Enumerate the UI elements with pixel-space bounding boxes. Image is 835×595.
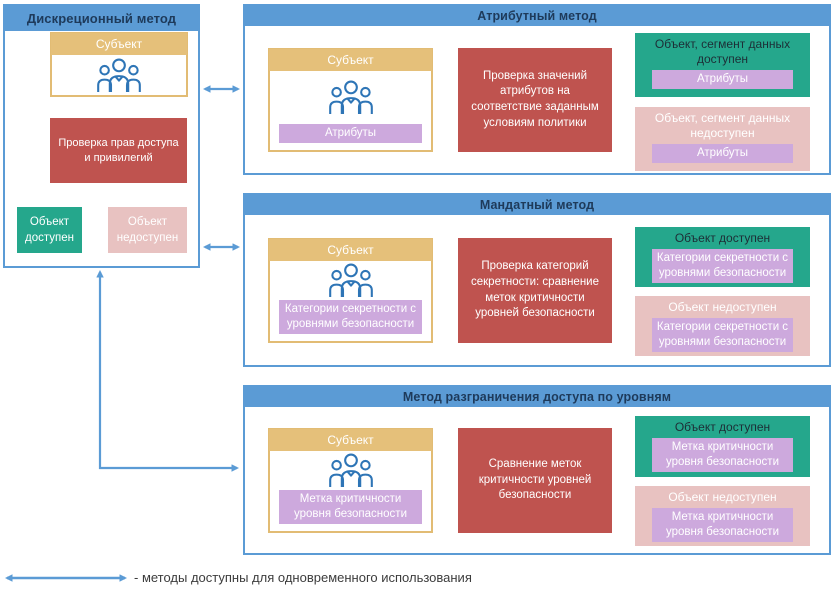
panel-attribute-method: Атрибутный метод Субъект Атрибуты Провер… [243, 4, 831, 175]
object-allowed-label: Объект доступен [674, 420, 771, 434]
subject-label: Субъект [269, 429, 432, 451]
attributes-tag: Атрибуты [652, 144, 793, 163]
subject-label: Субъект [269, 49, 432, 71]
people-group-icon [327, 260, 375, 300]
mandatory-subject-box: Субъект Категории секретности с уровнями… [268, 238, 433, 343]
levels-object-allowed-box: Объект доступен Метка критичности уровня… [635, 416, 810, 477]
panel-title-levels: Метод разграничения доступа по уровням [245, 387, 829, 407]
secrecy-categories-tag: Категории секретности с уровнями безопас… [652, 318, 793, 352]
subject-criticality-label-tag: Метка критичности уровня безопасности [279, 490, 422, 524]
panel-discretionary-method: Дискреционный метод Субъект Проверка пра… [3, 4, 200, 268]
levels-check-box: Сравнение меток критичности уровней безо… [458, 428, 612, 533]
subject-label: Субъект [51, 33, 187, 55]
levels-object-denied-box: Объект недоступен Метка критичности уров… [635, 486, 810, 546]
attribute-check-box: Проверка значений атрибутов на соответст… [458, 48, 612, 152]
attribute-object-denied-box: Объект, сегмент данных недоступен Атрибу… [635, 107, 810, 171]
attribute-object-allowed-box: Объект, сегмент данных доступен Атрибуты [635, 33, 810, 97]
object-denied-label: Объект недоступен [668, 300, 777, 314]
object-denied-label: Объект недоступен [668, 490, 777, 504]
panel-levels-method: Метод разграничения доступа по уровням С… [243, 385, 831, 555]
mandatory-object-denied-box: Объект недоступен Категории секретности … [635, 296, 810, 356]
legend-label: - методы доступны для одновременного исп… [134, 570, 472, 585]
criticality-label-tag: Метка критичности уровня безопасности [652, 438, 793, 472]
object-allowed-label: Объект, сегмент данных доступен [654, 37, 791, 66]
panel-title-attribute: Атрибутный метод [245, 6, 829, 26]
secrecy-categories-tag: Категории секретности с уровнями безопас… [652, 249, 793, 283]
mandatory-check-box: Проверка категорий секретности: сравнени… [458, 238, 612, 343]
people-group-icon [95, 54, 143, 95]
object-denied-label: Объект, сегмент данных недоступен [654, 111, 791, 140]
discretionary-subject-box: Субъект [50, 32, 188, 97]
panel-mandatory-method: Мандатный метод Субъект Категории секрет… [243, 193, 831, 367]
criticality-label-tag: Метка критичности уровня безопасности [652, 508, 793, 542]
discretionary-object-denied-box: Объект недоступен [108, 207, 187, 253]
object-allowed-label: Объект доступен [674, 231, 771, 245]
levels-subject-box: Субъект Метка критичности уровня безопас… [268, 428, 433, 533]
subject-attributes-tag: Атрибуты [279, 124, 422, 143]
subject-secrecy-categories-tag: Категории секретности с уровнями безопас… [279, 300, 422, 334]
people-group-icon [327, 450, 375, 490]
mandatory-object-allowed-box: Объект доступен Категории секретности с … [635, 227, 810, 287]
panel-title-discretionary: Дискреционный метод [5, 6, 198, 31]
attributes-tag: Атрибуты [652, 70, 793, 89]
attribute-subject-box: Субъект Атрибуты [268, 48, 433, 152]
people-group-icon [327, 70, 375, 124]
discretionary-object-allowed-box: Объект доступен [17, 207, 82, 253]
discretionary-check-box: Проверка прав доступа и привилегий [50, 118, 187, 183]
panel-title-mandatory: Мандатный метод [245, 195, 829, 215]
subject-label: Субъект [269, 239, 432, 261]
